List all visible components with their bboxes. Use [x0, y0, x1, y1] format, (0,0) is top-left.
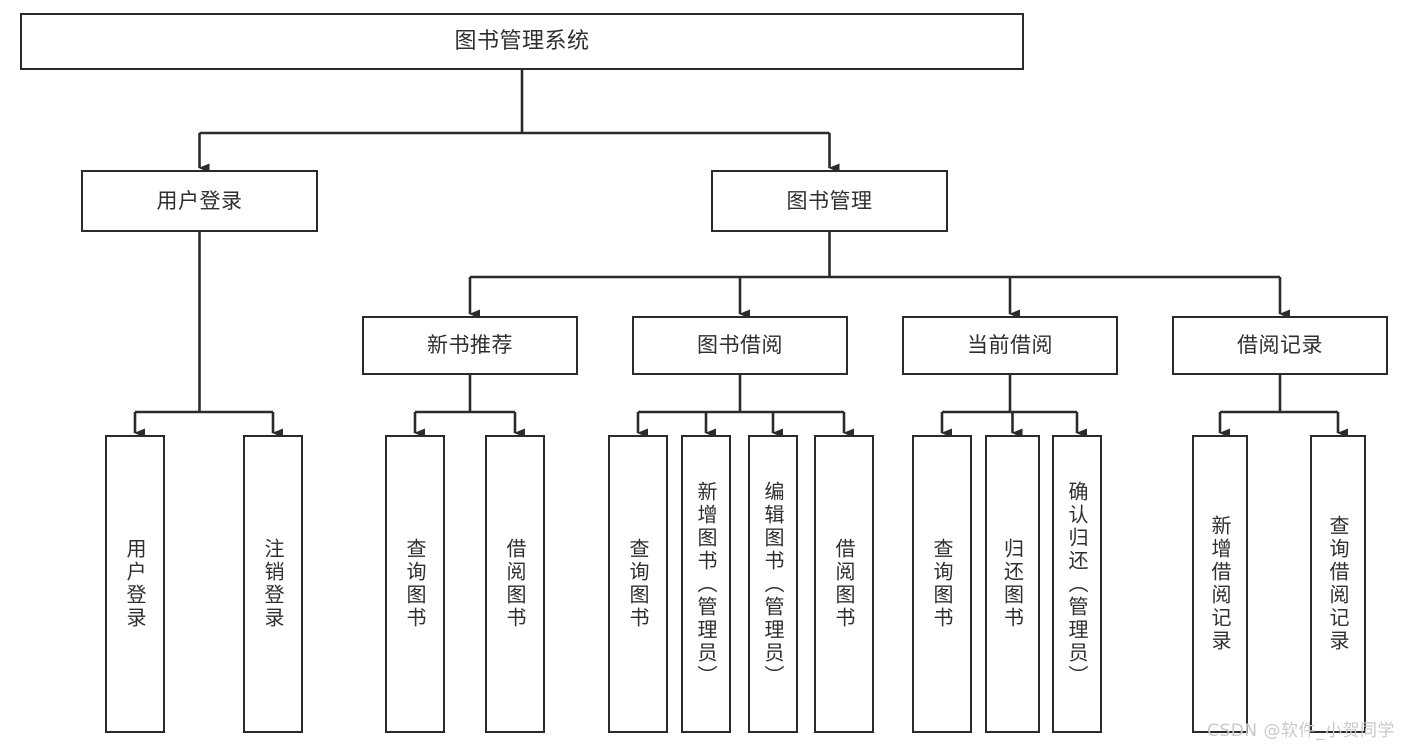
node-label-borrow-record: 借阅记录	[1237, 333, 1323, 358]
node-book-manage[interactable]: 图书管理	[711, 170, 948, 232]
node-leaf-add-borrow-record[interactable]: 新增借阅记录	[1192, 435, 1248, 733]
node-leaf-borrow-book[interactable]: 借阅图书	[814, 435, 874, 733]
node-new-book-rec[interactable]: 新书推荐	[362, 316, 578, 375]
node-label-leaf-add-book-admin: 新增图书（管理员）	[694, 480, 718, 688]
node-current-borrow[interactable]: 当前借阅	[902, 316, 1118, 375]
node-leaf-add-book-admin[interactable]: 新增图书（管理员）	[681, 435, 731, 733]
node-leaf-confirm-return-admin[interactable]: 确认归还（管理员）	[1052, 435, 1102, 733]
node-user-login[interactable]: 用户登录	[81, 170, 318, 232]
node-leaf-edit-book-admin[interactable]: 编辑图书（管理员）	[748, 435, 798, 733]
node-label-new-book-rec: 新书推荐	[427, 333, 513, 358]
node-borrow-record[interactable]: 借阅记录	[1172, 316, 1388, 375]
node-label-leaf-borrow-book: 借阅图书	[832, 538, 856, 630]
node-leaf-user-logout[interactable]: 注销登录	[243, 435, 303, 733]
node-label-leaf-return-book: 归还图书	[1000, 538, 1025, 630]
node-leaf-borrow-book-rec[interactable]: 借阅图书	[485, 435, 545, 733]
node-leaf-query-book-cur[interactable]: 查询图书	[912, 435, 972, 733]
node-leaf-query-borrow-record[interactable]: 查询借阅记录	[1310, 435, 1366, 733]
node-label-leaf-query-book-borrow: 查询图书	[626, 538, 650, 630]
node-label-current-borrow: 当前借阅	[967, 333, 1053, 358]
node-label-book-manage: 图书管理	[786, 188, 873, 213]
node-leaf-return-book[interactable]: 归还图书	[985, 435, 1040, 733]
node-label-leaf-edit-book-admin: 编辑图书（管理员）	[761, 480, 785, 688]
node-label-user-login: 用户登录	[156, 188, 243, 213]
node-label-leaf-user-login: 用户登录	[123, 538, 147, 630]
node-leaf-query-book-borrow[interactable]: 查询图书	[608, 435, 668, 733]
node-label-leaf-add-borrow-record: 新增借阅记录	[1208, 515, 1232, 653]
node-label-leaf-query-book-rec: 查询图书	[403, 538, 427, 630]
node-label-root: 图书管理系统	[454, 28, 590, 54]
node-label-leaf-query-borrow-record: 查询借阅记录	[1326, 515, 1350, 653]
node-book-borrow[interactable]: 图书借阅	[632, 316, 848, 375]
node-label-leaf-user-logout: 注销登录	[261, 538, 285, 630]
node-leaf-user-login[interactable]: 用户登录	[105, 435, 165, 733]
node-label-leaf-query-book-cur: 查询图书	[930, 538, 954, 630]
node-label-book-borrow: 图书借阅	[697, 333, 783, 358]
node-leaf-query-book-rec[interactable]: 查询图书	[385, 435, 445, 733]
node-label-leaf-confirm-return-admin: 确认归还（管理员）	[1065, 480, 1089, 688]
node-root[interactable]: 图书管理系统	[20, 13, 1024, 70]
node-label-leaf-borrow-book-rec: 借阅图书	[503, 538, 527, 630]
